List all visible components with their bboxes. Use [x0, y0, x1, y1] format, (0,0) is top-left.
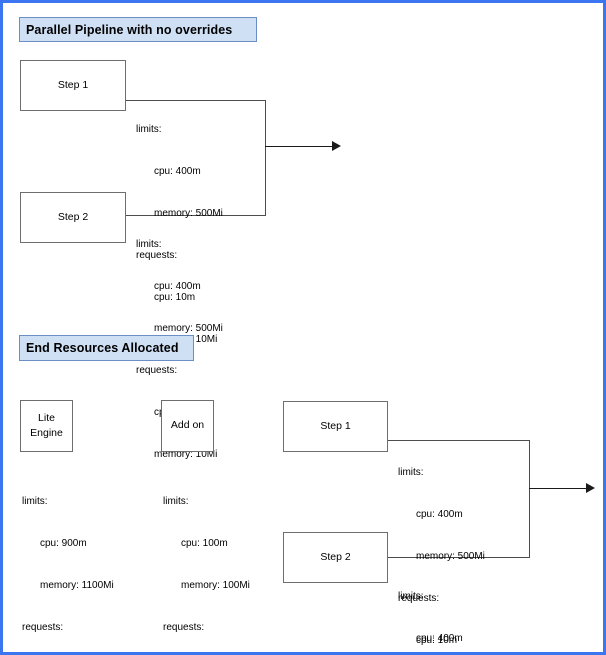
node-lite-engine[interactable]: Lite Engine — [20, 400, 73, 452]
node-bottom-step-1-label: Step 1 — [320, 419, 351, 432]
node-top-step-1[interactable]: Step 1 — [20, 60, 126, 111]
spec-bottom-step-1-limits-memory: memory: 500Mi — [416, 551, 485, 562]
spec-top-step-1-requests-cpu: cpu: 10m — [154, 292, 196, 303]
spec-top-step-2-requests-label: requests: — [136, 365, 178, 376]
section-header-parallel-pipeline-label: Parallel Pipeline with no overrides — [26, 22, 233, 37]
spec-bottom-step-1-requests-label: requests: — [398, 593, 440, 604]
spec-lite-engine-requests-label: requests: — [22, 622, 64, 633]
node-top-step-2-label: Step 2 — [57, 210, 89, 223]
section-header-end-resources-label: End Resources Allocated — [26, 341, 179, 355]
spec-bottom-step-2-limits-cpu: cpu: 400m — [416, 633, 463, 644]
spec-add-on-requests-label: requests: — [163, 622, 205, 633]
spec-bottom-step-2: limits: cpu: 400m memory: 500Mi requests… — [398, 562, 485, 652]
spec-top-step-1-limits-cpu: cpu: 400m — [154, 166, 201, 177]
node-bottom-step-2[interactable]: Step 2 — [283, 532, 388, 583]
spec-top-step-2-limits-label: limits: — [136, 239, 162, 250]
spec-bottom-step-1-requests-cpu: cpu: 10m — [416, 635, 458, 646]
arrow-head-top-output-icon — [332, 141, 341, 151]
spec-lite-engine-limits-label: limits: — [22, 496, 48, 507]
connector-top-step-2-horizontal — [126, 215, 266, 217]
connector-bottom-step-1-horizontal — [388, 440, 530, 442]
connector-bottom-junction-vertical — [528, 440, 530, 558]
node-top-step-1-label: Step 1 — [57, 78, 89, 91]
connector-bottom-step-2-horizontal — [388, 557, 530, 559]
node-lite-engine-label: Lite Engine — [30, 411, 63, 439]
arrow-head-bottom-output-icon — [586, 483, 595, 493]
spec-add-on-limits-cpu: cpu: 100m — [181, 538, 228, 549]
spec-bottom-step-2-limits-label: limits: — [398, 591, 424, 602]
node-bottom-step-1[interactable]: Step 1 — [283, 401, 388, 452]
spec-lite-engine: limits: cpu: 900m memory: 1100Mi request… — [22, 467, 114, 652]
spec-top-step-1-limits-label: limits: — [136, 124, 162, 135]
node-add-on[interactable]: Add on — [161, 400, 214, 452]
connector-bottom-output-line — [529, 487, 587, 489]
spec-bottom-step-1: limits: cpu: 400m memory: 500Mi requests… — [398, 438, 485, 652]
connector-top-output-line — [265, 145, 333, 147]
spec-top-step-2-requests-memory: memory: 10Mi — [154, 449, 218, 460]
node-top-step-2[interactable]: Step 2 — [20, 192, 126, 243]
section-header-end-resources: End Resources Allocated — [19, 335, 194, 361]
spec-add-on: limits: cpu: 100m memory: 100Mi requests… — [163, 467, 250, 652]
node-bottom-step-2-label: Step 2 — [320, 550, 351, 563]
node-add-on-label: Add on — [170, 419, 205, 432]
section-header-parallel-pipeline: Parallel Pipeline with no overrides — [19, 17, 257, 42]
spec-top-step-1-requests-label: requests: — [136, 250, 178, 261]
spec-add-on-limits-memory: memory: 100Mi — [181, 580, 250, 591]
connector-top-junction-vertical — [264, 100, 266, 216]
spec-top-step-2-limits-cpu: cpu: 400m — [154, 281, 201, 292]
spec-top-step-1-limits-memory: memory: 500Mi — [154, 208, 223, 219]
spec-top-step-2-limits-memory: memory: 500Mi — [154, 323, 223, 334]
spec-add-on-limits-label: limits: — [163, 496, 189, 507]
connector-top-step-1-horizontal — [126, 100, 266, 102]
spec-lite-engine-limits-memory: memory: 1100Mi — [40, 580, 114, 591]
spec-bottom-step-1-limits-label: limits: — [398, 467, 424, 478]
spec-lite-engine-limits-cpu: cpu: 900m — [40, 538, 87, 549]
spec-bottom-step-1-limits-cpu: cpu: 400m — [416, 509, 463, 520]
